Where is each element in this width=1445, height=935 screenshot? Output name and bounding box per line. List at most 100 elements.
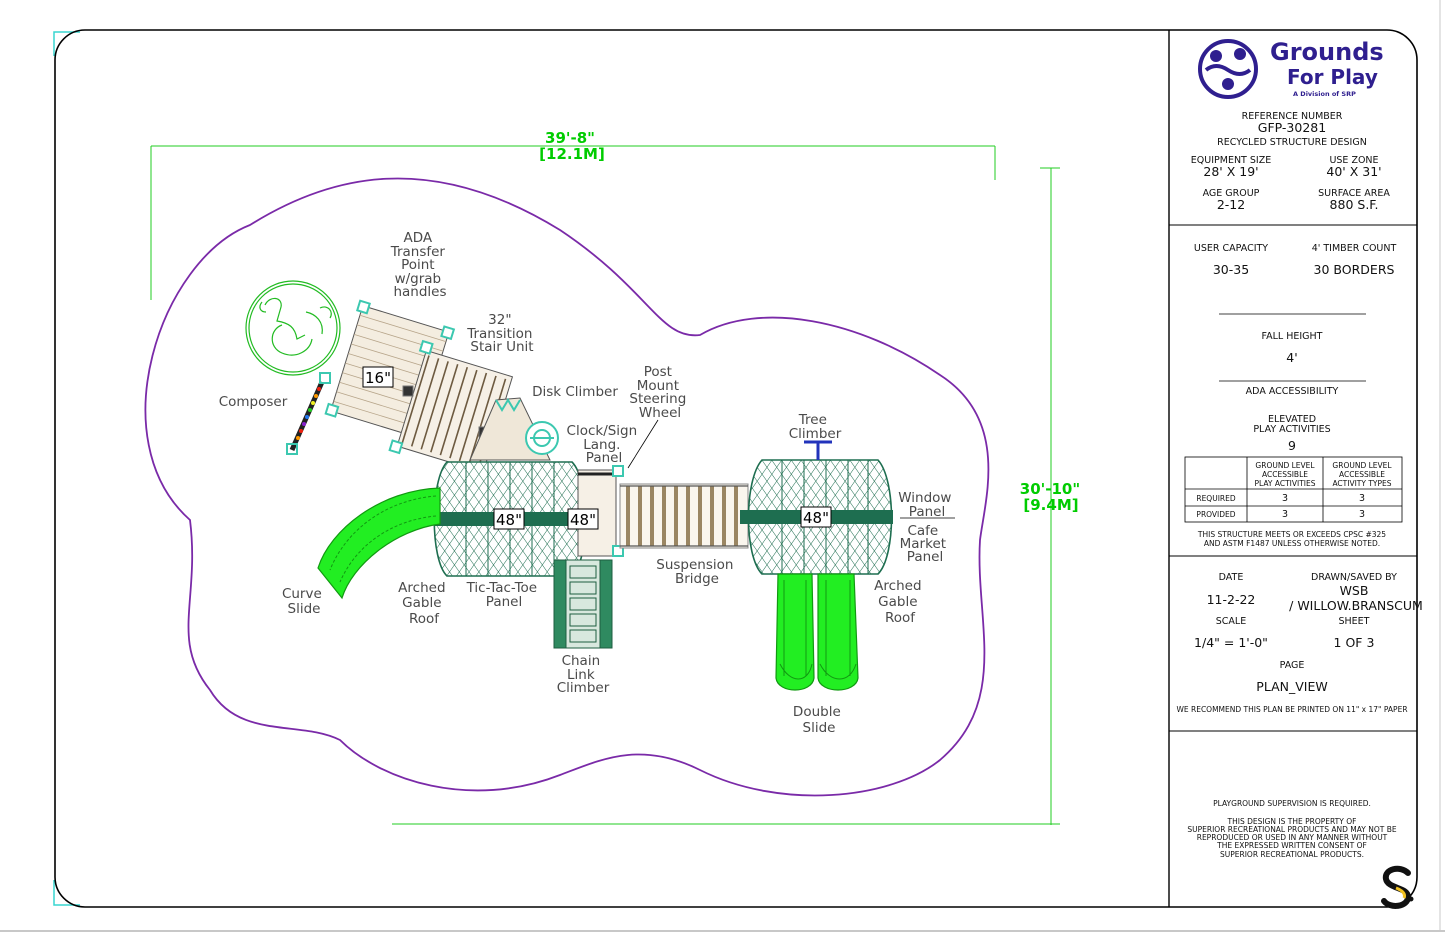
compliance-line-2: AND ASTM F1487 UNLESS OTHERWISE NOTED. [1204, 539, 1380, 548]
timber-count-label: 4' TIMBER COUNT [1312, 243, 1397, 254]
ada-label: ADA ACCESSIBILITY [1246, 386, 1339, 397]
page-name: PLAN_VIEW [1256, 679, 1327, 694]
width-dimension-feet: 39'-8" [545, 129, 595, 147]
timber-count: 30 BORDERS [1314, 262, 1395, 277]
user-capacity-label: USER CAPACITY [1194, 243, 1268, 254]
scale-label: SCALE [1216, 616, 1246, 627]
deck-tag-16: 16" [365, 369, 391, 387]
label-disk-climber: Disk Climber [532, 384, 618, 400]
label-chain-link: Chain Link Climber [557, 653, 610, 696]
design-name: RECYCLED STRUCTURE DESIGN [1217, 137, 1367, 148]
table-row-provided-a: 3 [1282, 509, 1288, 520]
label-window-panel: Window Panel [898, 490, 956, 520]
table-row-required-b: 3 [1359, 493, 1365, 504]
label-steering: Post Mount Steering Wheel [629, 364, 690, 421]
compliance-line-1: THIS STRUCTURE MEETS OR EXCEEDS CPSC #32… [1197, 530, 1386, 539]
drawn-label: DRAWN/SAVED BY [1311, 572, 1397, 583]
date-label: DATE [1219, 572, 1244, 583]
print-note: WE RECOMMEND THIS PLAN BE PRINTED ON 11"… [1176, 705, 1407, 714]
age-group: 2-12 [1217, 197, 1245, 212]
composer-panel [286, 372, 331, 455]
height-dimension [392, 167, 1060, 825]
surface-area: 880 S.F. [1330, 197, 1379, 212]
elevated-count: 9 [1288, 438, 1296, 453]
equipment-size: 28' X 19' [1203, 164, 1258, 179]
label-double-slide: Double Slide [793, 704, 845, 736]
label-stair: 32" Transition Stair Unit [466, 312, 537, 355]
label-composer: Composer [219, 394, 288, 410]
property-line-1: THIS DESIGN IS THE PROPERTY OF [1227, 817, 1357, 826]
suspension-bridge [619, 483, 749, 549]
logo-line-2: For Play [1287, 65, 1378, 89]
ada-accessibility-symbol [245, 280, 341, 376]
deck-tag-48-b-box [567, 508, 599, 530]
property-line-4: THE EXPRESSED WRITTEN CONSENT OF [1216, 841, 1367, 850]
table-row-required-a: 3 [1282, 493, 1288, 504]
deck-tag-48-b: 48" [570, 511, 596, 529]
accessibility-table [1184, 456, 1403, 523]
grounds-for-play-logo: Grounds For Play A Division of SRP [1198, 38, 1384, 99]
table-col2-line2: ACCESSIBLE [1339, 470, 1385, 479]
width-dimension-meters: [12.1M] [539, 145, 605, 163]
label-arched-left: Arched Gable Roof [398, 580, 450, 627]
use-zone: 40' X 31' [1326, 164, 1381, 179]
user-capacity: 30-35 [1213, 262, 1249, 277]
use-zone-label: USE ZONE [1329, 155, 1378, 166]
curve-slide [317, 487, 441, 600]
logo-tagline: A Division of SRP [1293, 90, 1356, 98]
drawn-by-1: WSB [1340, 583, 1369, 598]
scale: 1/4" = 1'-0" [1194, 635, 1268, 650]
height-dimension-meters: [9.4M] [1023, 496, 1078, 514]
date: 11-2-22 [1207, 592, 1256, 607]
fall-height: 4' [1286, 350, 1297, 365]
label-ada-transfer: ADA Transfer Point w/grab handles [390, 230, 450, 300]
label-suspension: Suspension Bridge [656, 557, 738, 587]
label-tree-climber: Tree Climber [789, 412, 842, 442]
property-line-3: REPRODUCED OR USED IN ANY MANNER WITHOUT [1197, 833, 1388, 842]
title-block: Grounds For Play A Division of SRP REFER… [1169, 38, 1423, 909]
surface-area-label: SURFACE AREA [1318, 188, 1390, 199]
table-row-provided-label: PROVIDED [1196, 510, 1235, 519]
label-tictactoe: Tic-Tac-Toe Panel [466, 580, 542, 610]
width-dimension [150, 145, 996, 300]
table-col1-line2: ACCESSIBLE [1262, 470, 1308, 479]
deck-tag-16-box [362, 366, 394, 388]
logo-line-1: Grounds [1270, 38, 1384, 66]
equipment-size-label: EQUIPMENT SIZE [1191, 155, 1271, 166]
drawing-border [54, 29, 1418, 908]
label-arched-right: Arched Gable Roof [874, 578, 926, 626]
table-col1-line1: GROUND LEVEL [1255, 461, 1315, 470]
sheet-label: SHEET [1339, 616, 1370, 627]
label-curve-slide: Curve Slide [282, 586, 326, 617]
deck-tag-48-c-box [800, 506, 832, 528]
drawn-by-2: / WILLOW.BRANSCUM [1289, 598, 1423, 613]
label-clock: Clock/Sign Lang. Panel [567, 423, 642, 466]
reference-number: GFP-30281 [1258, 120, 1326, 135]
double-slide [775, 573, 859, 691]
disk-climber [469, 397, 559, 461]
label-cafe-panel: Cafe Market Panel [900, 523, 951, 565]
deck-tag-48-a-box [493, 508, 525, 530]
page-label: PAGE [1280, 660, 1305, 671]
deck-tag-48-a: 48" [496, 511, 522, 529]
table-col2-line1: GROUND LEVEL [1332, 461, 1392, 470]
table-col2-line3: ACTIVITY TYPES [1332, 479, 1391, 488]
use-zone-outline [144, 177, 990, 797]
superior-s-mark [1381, 865, 1414, 909]
property-line-5: SUPERIOR RECREATIONAL PRODUCTS. [1220, 850, 1364, 859]
leader-lines [627, 419, 955, 519]
deck-tag-48-c: 48" [803, 509, 829, 527]
table-row-required-label: REQUIRED [1196, 494, 1236, 503]
fall-height-label: FALL HEIGHT [1262, 331, 1323, 342]
property-line-2: SUPERIOR RECREATIONAL PRODUCTS AND MAY N… [1187, 825, 1396, 834]
chain-link-climber [553, 559, 613, 649]
sheet-number: 1 OF 3 [1334, 635, 1375, 650]
age-group-label: AGE GROUP [1203, 188, 1260, 199]
height-dimension-feet: 30'-10" [1020, 480, 1080, 498]
table-row-provided-b: 3 [1359, 509, 1365, 520]
table-col1-line3: PLAY ACTIVITIES [1254, 479, 1315, 488]
tree-climber [804, 440, 832, 460]
sheet-cyan-corner [53, 31, 80, 56]
elevated-label-1: ELEVATED [1268, 414, 1316, 425]
